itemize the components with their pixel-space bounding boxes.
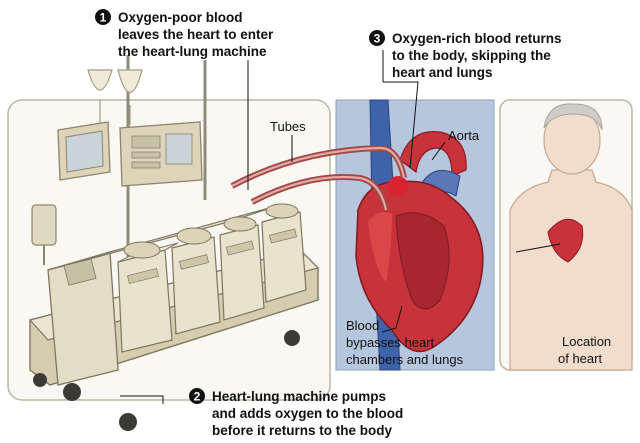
location-label-line-2: of heart [558, 351, 602, 366]
leader-blood [381, 305, 403, 333]
wheel-front-left [63, 383, 81, 401]
monitor-right [119, 121, 203, 187]
heart-lung-machine [28, 203, 320, 431]
wheel-back-left [33, 373, 47, 387]
callout-3-number: 3 [374, 32, 381, 46]
leader-aorta [431, 141, 446, 161]
callout-3-line-1: Oxygen-rich blood returns [392, 31, 562, 46]
callout-1-line-2: leaves the heart to enter [118, 27, 274, 42]
patient-heart [547, 218, 584, 263]
callout-3: 3 Oxygen-rich blood returns to the body,… [369, 30, 562, 80]
blood-label-line-1: Blood [346, 318, 379, 333]
callout-1-number: 1 [100, 11, 107, 25]
patient-figure [509, 103, 633, 371]
iv-bag-left [87, 69, 113, 91]
leader-callout-3b [383, 81, 419, 169]
tubes-label: Tubes [270, 119, 306, 134]
callout-2-line-1: Heart-lung machine pumps [212, 389, 386, 404]
leader-lines [120, 50, 561, 404]
callout-2-number: 2 [194, 390, 201, 404]
heart-illustration [355, 99, 484, 371]
pump-module-4 [261, 203, 307, 303]
callout-1-badge [95, 9, 111, 25]
pump-module-2 [171, 227, 221, 335]
side-canister [31, 204, 57, 265]
monitor-left [57, 121, 111, 181]
callout-1-line-1: Oxygen-poor blood [118, 10, 243, 25]
pump-module-1 [117, 241, 179, 353]
aorta-label: Aorta [448, 128, 480, 143]
tubes [230, 144, 407, 211]
wheel-front-right [119, 413, 137, 431]
callout-2: 2 Heart-lung machine pumps and adds oxyg… [189, 388, 403, 438]
callout-3-badge [369, 30, 385, 46]
callout-2-line-2: and adds oxygen to the blood [212, 406, 403, 421]
wheel-back-right [284, 330, 300, 346]
location-label-line-1: Location [562, 334, 611, 349]
callout-3-line-2: to the body, skipping the [392, 48, 551, 63]
callout-1-line-3: the heart-lung machine [118, 44, 267, 59]
callout-2-line-3: before it returns to the body [212, 423, 393, 438]
pump-module-3 [219, 216, 265, 321]
heart-highlight [388, 176, 408, 196]
blood-label-line-3: chambers and lungs [346, 352, 464, 367]
callout-3-line-3: heart and lungs [392, 65, 493, 80]
blood-label-line-2: bypasses heart [346, 335, 435, 350]
callout-2-badge [189, 388, 205, 404]
iv-bag-right [117, 69, 143, 93]
leader-location [515, 243, 561, 253]
leader-callout-2 [120, 395, 164, 404]
patient-hair [543, 103, 603, 131]
iv-pole [87, 55, 207, 270]
callout-1: 1 Oxygen-poor blood leaves the heart to … [95, 9, 274, 59]
